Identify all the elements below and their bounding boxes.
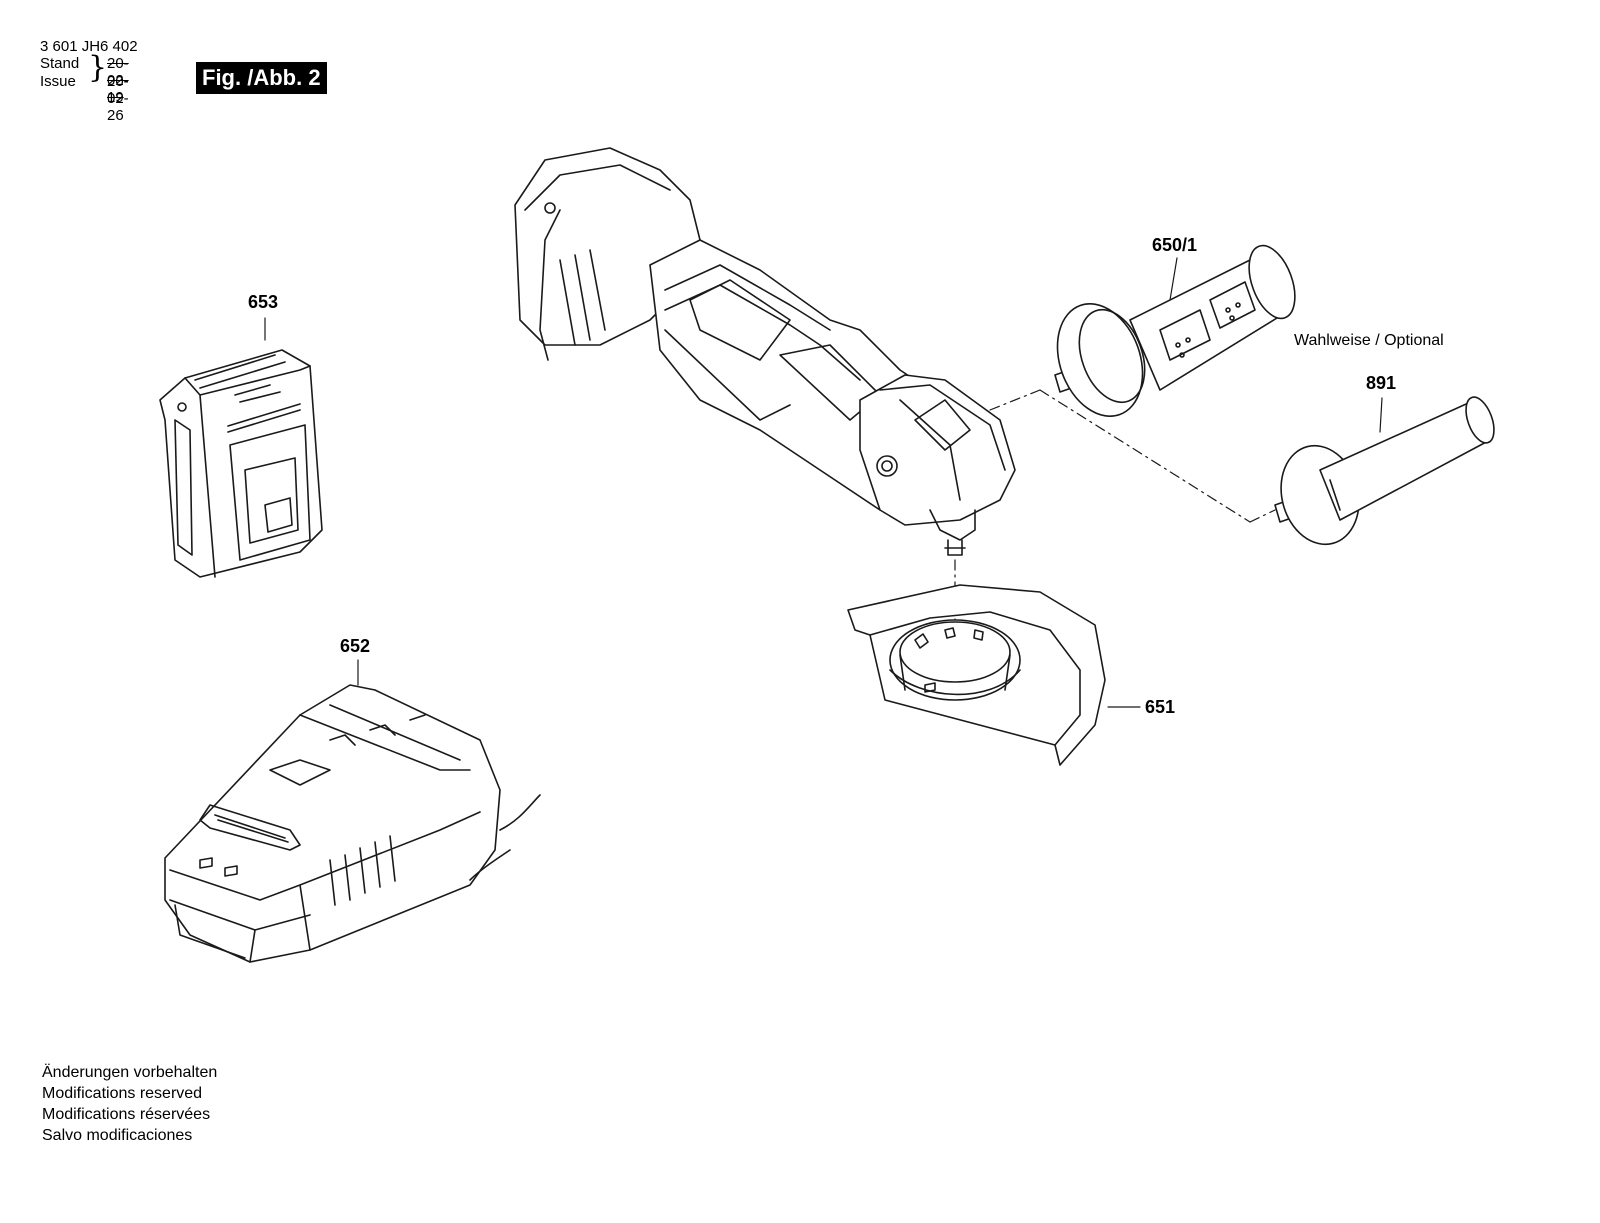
footer-line-en: Modifications reserved <box>42 1085 203 1102</box>
issue-date: 20-02-26 <box>107 73 129 124</box>
stand-label: Stand <box>40 55 80 72</box>
callout-891: 891 <box>1366 373 1397 393</box>
callout-652: 652 <box>340 636 371 656</box>
callout-651: 651 <box>1145 697 1176 717</box>
callout-leaders <box>265 258 1382 707</box>
footer-line-es: Salvo modificaciones <box>42 1127 193 1144</box>
document-header: 3 601 JH6 402 Stand 20-02-19 Issue 20-02… <box>40 38 138 124</box>
battery-pack <box>160 350 322 577</box>
stand-date: 20-02-19 <box>107 55 129 106</box>
wheel-guard <box>848 585 1105 765</box>
side-handle-650-1 <box>1043 239 1304 428</box>
footer-line-fr: Modifications réservées <box>42 1106 211 1123</box>
side-handle-891 <box>1270 393 1499 553</box>
callout-650-1: 650/1 <box>1152 235 1198 255</box>
modifications-notice: Änderungen vorbehalten Modifications res… <box>42 1062 217 1146</box>
footer-line-de: Änderungen vorbehalten <box>42 1064 218 1081</box>
battery-charger <box>165 685 540 962</box>
date-brace: } <box>88 50 108 85</box>
issue-label: Issue <box>40 73 76 90</box>
optional-note: Wahlweise / Optional <box>1294 332 1444 349</box>
angle-grinder <box>515 148 1015 555</box>
callout-653: 653 <box>248 292 279 312</box>
document-number: 3 601 JH6 402 <box>40 38 138 55</box>
figure-label: Fig. /Abb. 2 <box>196 62 327 94</box>
